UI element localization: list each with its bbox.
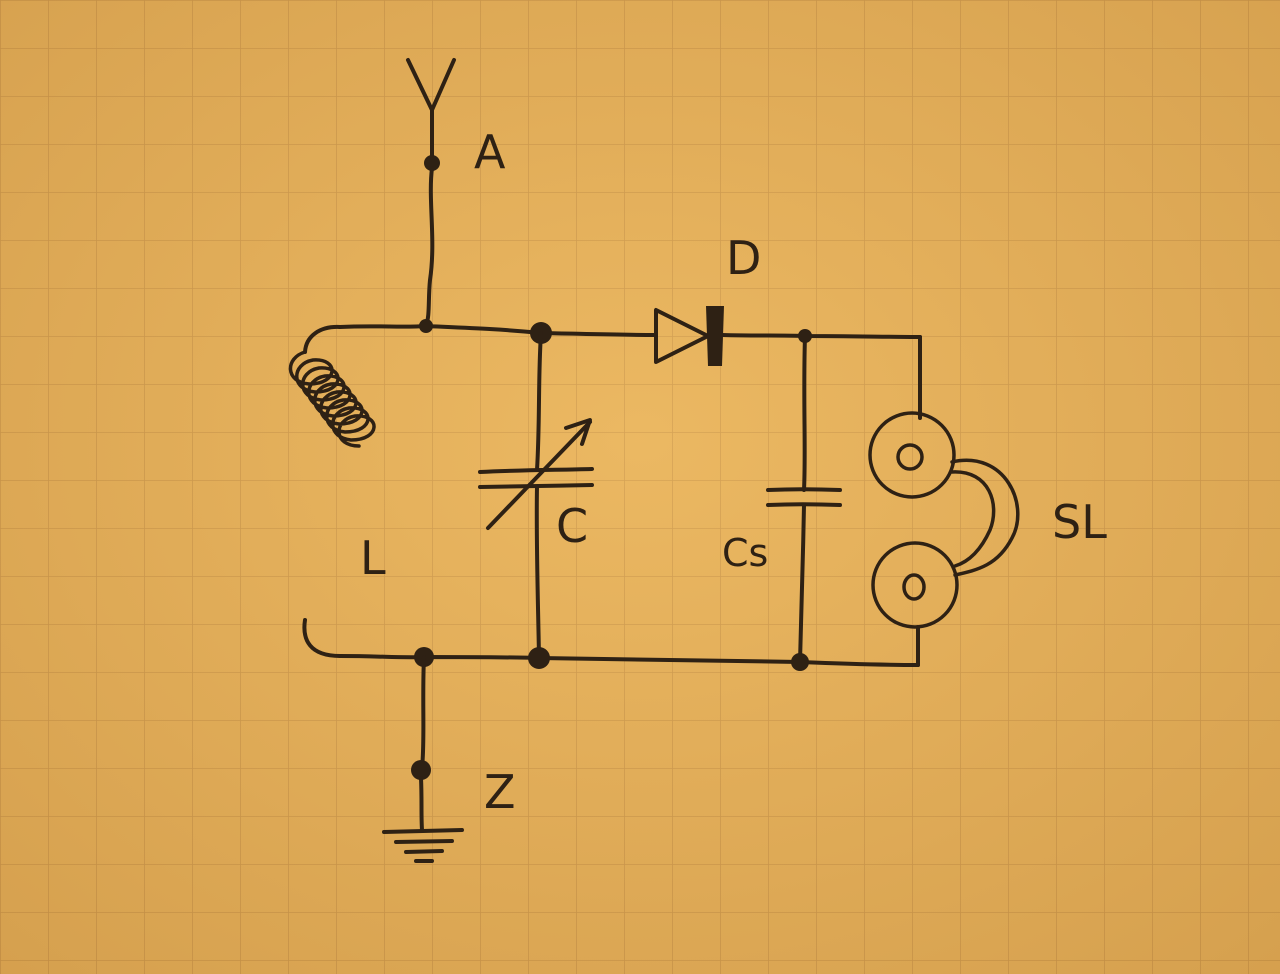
antenna-symbol bbox=[406, 58, 456, 162]
label-coil: L bbox=[360, 531, 386, 585]
junction-bottom-cs bbox=[791, 653, 809, 671]
headphones-symbol bbox=[868, 335, 1020, 667]
wire-c-lower bbox=[534, 485, 541, 659]
wire-antenna-lead bbox=[424, 166, 435, 328]
wire-cs-lower bbox=[798, 503, 806, 664]
coil-inductor bbox=[288, 324, 376, 658]
label-ground: Z bbox=[484, 765, 516, 819]
wire-cs-upper bbox=[802, 334, 807, 492]
label-diode: D bbox=[726, 231, 761, 285]
diode-symbol bbox=[654, 306, 724, 366]
label-antenna: A bbox=[474, 125, 506, 179]
junction-top-cs bbox=[798, 329, 812, 343]
wire-bottom-rail bbox=[338, 654, 920, 667]
headband-outer bbox=[950, 458, 1020, 577]
diode-cathode-bar bbox=[706, 306, 724, 366]
junction-top-antenna bbox=[419, 319, 433, 333]
junction-antenna-terminal bbox=[424, 155, 440, 171]
earpiece-lower bbox=[871, 541, 959, 629]
plate-c-upper bbox=[478, 467, 594, 474]
wire-top-rail-left bbox=[338, 324, 658, 337]
junction-bottom-capacitor bbox=[528, 647, 550, 669]
earpiece-lower-core bbox=[902, 573, 926, 601]
coil-windings bbox=[288, 350, 376, 448]
label-filter-capacitor: Cs bbox=[722, 531, 768, 575]
tuning-arrow-shaft bbox=[486, 420, 592, 530]
earpiece-upper-core bbox=[896, 443, 924, 471]
wire-c-upper bbox=[535, 331, 543, 472]
ground-symbol bbox=[382, 828, 464, 863]
coil-bottom-lead bbox=[302, 618, 342, 658]
headband-inner bbox=[950, 470, 996, 568]
variable-capacitor bbox=[478, 331, 594, 659]
coil-top-lead bbox=[303, 324, 342, 354]
wire-ground-lead bbox=[420, 655, 426, 770]
label-headphones: SL bbox=[1052, 495, 1107, 549]
plate-cs-upper bbox=[766, 487, 842, 492]
junction-ground-terminal bbox=[411, 760, 431, 780]
wire-top-rail-right bbox=[720, 333, 922, 339]
diode-triangle bbox=[654, 308, 710, 364]
filter-capacitor bbox=[766, 334, 842, 664]
earpiece-upper bbox=[868, 411, 956, 499]
label-variable-capacitor: C bbox=[556, 499, 588, 553]
wire-ground-stub bbox=[419, 776, 424, 832]
tuning-arrow-head bbox=[564, 418, 592, 446]
